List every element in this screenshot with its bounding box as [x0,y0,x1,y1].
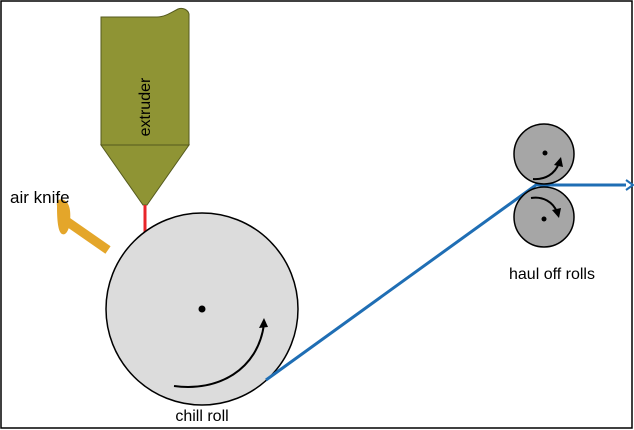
haul-off-rolls-label: haul off rolls [509,266,595,283]
extruder-die-lip [100,144,190,206]
upper-haul-roll-arrowhead [554,157,563,167]
chill-roll-rotation-arrow [173,323,265,388]
chill-roll-arrowhead [259,318,268,328]
extruder: extruder [100,7,190,206]
chill-roll-label: chill roll [175,408,228,425]
extruder-body [100,7,190,146]
chill-roll-axle [198,305,206,313]
lower-haul-roll-axle [541,216,547,222]
air-knife-head [56,199,71,235]
upper-haul-roll-axle [542,150,548,156]
haul-off-rolls: haul off rolls [509,123,595,283]
chill-roll: chill roll [105,212,299,425]
air-knife-label: air knife [10,188,70,207]
air-knife: air knife [10,188,111,254]
extruder-label: extruder [137,77,154,136]
film-web [265,183,626,382]
film-web-arrowhead [625,179,634,191]
lower-haul-roll-arrowhead [552,208,561,218]
